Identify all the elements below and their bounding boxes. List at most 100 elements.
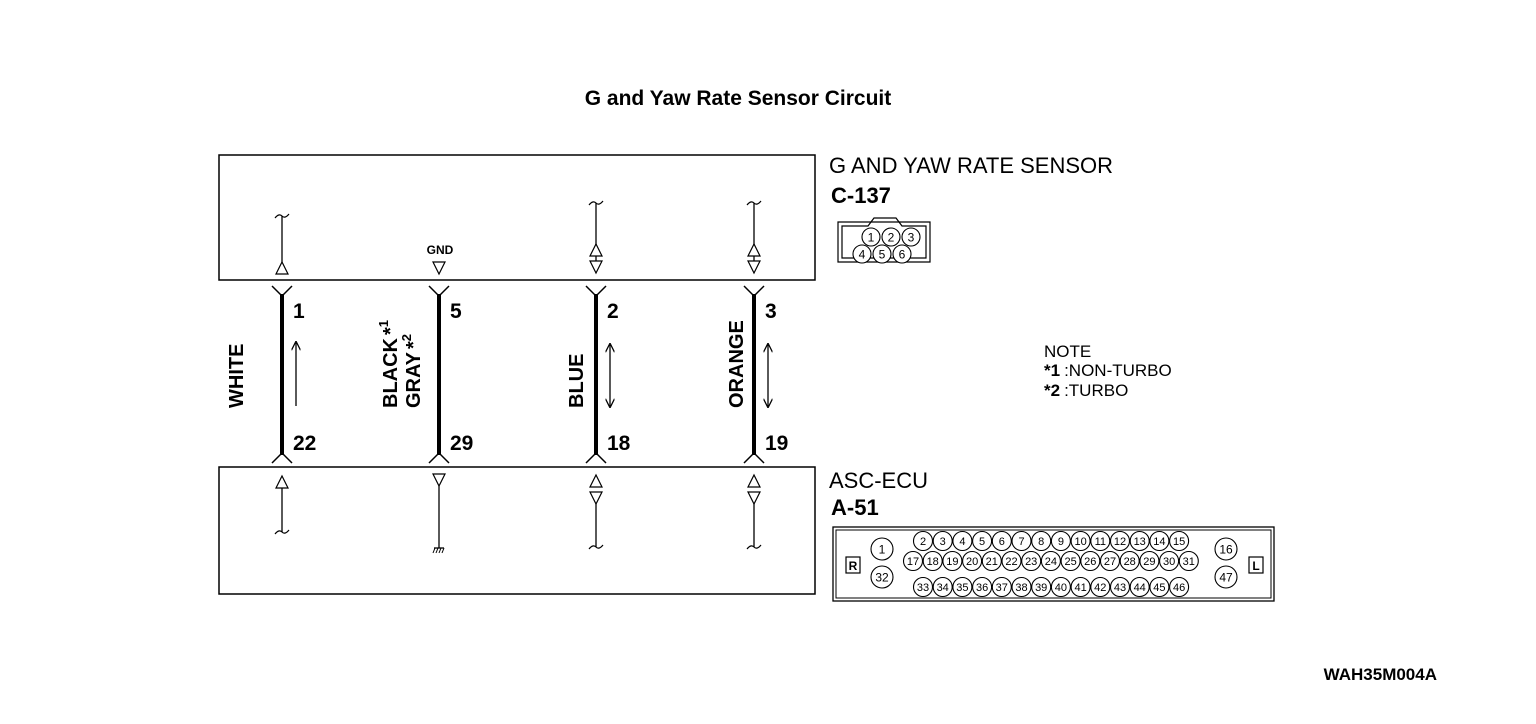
note-item-2: *2:TURBO (1044, 381, 1128, 400)
ecu-internal-break-orange (746, 544, 762, 550)
a51-pin-4-label: 4 (959, 536, 965, 548)
sensor-terminal-white (275, 260, 289, 275)
a51-pin-16-label: 16 (1219, 542, 1233, 556)
wire-color-gray: GRAY *2 (399, 334, 425, 408)
a51-pin-46-circle (1169, 576, 1190, 598)
a51-pin-9-label: 9 (1058, 536, 1064, 548)
a51-pin-8-circle (1031, 530, 1052, 552)
wire-color-white: WHITE (226, 344, 248, 408)
note-mark-1: *1 (1044, 361, 1060, 380)
c137-pin-2-circle (881, 227, 901, 247)
wire-black-note: 1 (376, 320, 391, 327)
a51-pin-35-label: 35 (956, 582, 968, 594)
ecu-ground-hatch (432, 547, 436, 554)
a51-pin-32-circle (870, 565, 894, 589)
ecu-ground-hatch (435, 547, 439, 554)
a51-pin-45-circle (1149, 576, 1170, 598)
ecu-terminal-up-orange (747, 473, 761, 488)
ecu-box (218, 466, 816, 595)
wire-color-black-name: BLACK (380, 337, 402, 408)
a51-pin-12-label: 12 (1114, 536, 1126, 548)
a51-pin-14-circle (1149, 530, 1170, 552)
ecu-terminal-up-blue (589, 473, 603, 488)
a51-pin-22-circle (1001, 550, 1022, 572)
a51-pin-20-label: 20 (966, 556, 978, 568)
ecu-tag-r (845, 556, 861, 574)
a51-pin-21-circle (981, 550, 1002, 572)
wire-white-bottom-fork (271, 451, 293, 464)
a51-pin-7-label: 7 (1018, 536, 1024, 548)
ecu-internal-break-blue (588, 544, 604, 550)
a51-pin-41-label: 41 (1074, 582, 1086, 594)
ecu-tag-l (1248, 556, 1264, 574)
a51-pin-26-circle (1080, 550, 1101, 572)
note-mark-2: *2 (1044, 381, 1060, 400)
a51-pin-10-label: 10 (1074, 536, 1086, 548)
a51-pin-23-circle (1021, 550, 1042, 572)
a51-pin-5-circle (972, 530, 993, 552)
c137-pin-1-circle (861, 227, 881, 247)
wire-gray-note: 2 (399, 334, 414, 341)
sensor-terminal-down-blue (589, 260, 603, 275)
a51-pin-8-label: 8 (1038, 536, 1044, 548)
ecu-tag-r-text: R (849, 559, 858, 573)
sensor-terminal-up-blue (589, 242, 603, 257)
a51-pin-25-label: 25 (1064, 556, 1076, 568)
a51-pin-26-label: 26 (1084, 556, 1096, 568)
wire-gray-mark: * (403, 341, 425, 349)
c137-pin-4-circle (852, 244, 872, 264)
a51-pin-33-label: 33 (917, 582, 929, 594)
ecu-connector-id: A-51 (831, 495, 879, 520)
ecu-ground-hatch (438, 547, 442, 554)
ecu-ground-hatch (441, 547, 445, 554)
a51-pin-44-circle (1129, 576, 1150, 598)
wire-color-gray-name: GRAY (403, 351, 425, 408)
a51-pin-17-label: 17 (907, 556, 919, 568)
a51-pin-38-label: 38 (1015, 582, 1027, 594)
ecu-name: ASC-ECU (829, 468, 928, 493)
c137-pin-5-label: 5 (879, 247, 886, 261)
c137-pin-3-circle (901, 227, 921, 247)
a51-pin-25-circle (1060, 550, 1081, 572)
a51-pin-46-label: 46 (1173, 582, 1185, 594)
ecu-tag-l-text: L (1252, 559, 1259, 573)
wire-orange-bottom-fork (743, 451, 765, 464)
a51-pin-30-circle (1159, 550, 1180, 572)
a51-pin-18-circle (922, 550, 943, 572)
sensor-terminal-up-orange (747, 242, 761, 257)
a51-pin-23-label: 23 (1025, 556, 1037, 568)
a51-pin-10-circle (1070, 530, 1091, 552)
a51-pin-17-circle (902, 550, 924, 572)
a51-pin-27-label: 27 (1104, 556, 1116, 568)
pin-bottom-orange: 19 (765, 432, 788, 455)
a51-pin-1-circle (870, 537, 894, 561)
note-heading: NOTE (1044, 342, 1091, 361)
c137-pin-5-circle (872, 244, 892, 264)
a51-pin-36-circle (972, 576, 993, 598)
c137-pin-2-label: 2 (888, 230, 895, 244)
a51-pin-31-label: 31 (1183, 556, 1195, 568)
a51-pin-6-label: 6 (999, 536, 1005, 548)
gnd-label: GND (427, 243, 454, 257)
pin-top-black: 5 (450, 300, 462, 323)
wire-orange-top-fork (743, 285, 765, 298)
wire-color-black: BLACK *1 (376, 320, 402, 408)
sensor-box (218, 154, 816, 281)
a51-pin-39-label: 39 (1035, 582, 1047, 594)
a51-pin-24-circle (1040, 550, 1061, 572)
a51-pin-47-circle (1214, 565, 1238, 589)
diagram-title: G and Yaw Rate Sensor Circuit (585, 87, 892, 110)
a51-pin-5-label: 5 (979, 536, 985, 548)
note-text-2: :TURBO (1064, 381, 1128, 400)
c137-pin-6-circle (892, 244, 912, 264)
a51-pin-40-label: 40 (1055, 582, 1067, 594)
wire-blue-top-fork (585, 285, 607, 298)
a51-pin-15-label: 15 (1173, 536, 1185, 548)
a51-pin-11-circle (1090, 530, 1111, 552)
a51-pin-3-circle (932, 530, 953, 552)
a51-pin-11-label: 11 (1095, 536, 1106, 548)
wire-blue-bottom-fork (585, 451, 607, 464)
pin-top-white: 1 (293, 300, 305, 323)
wire-black-mark: * (380, 327, 402, 335)
